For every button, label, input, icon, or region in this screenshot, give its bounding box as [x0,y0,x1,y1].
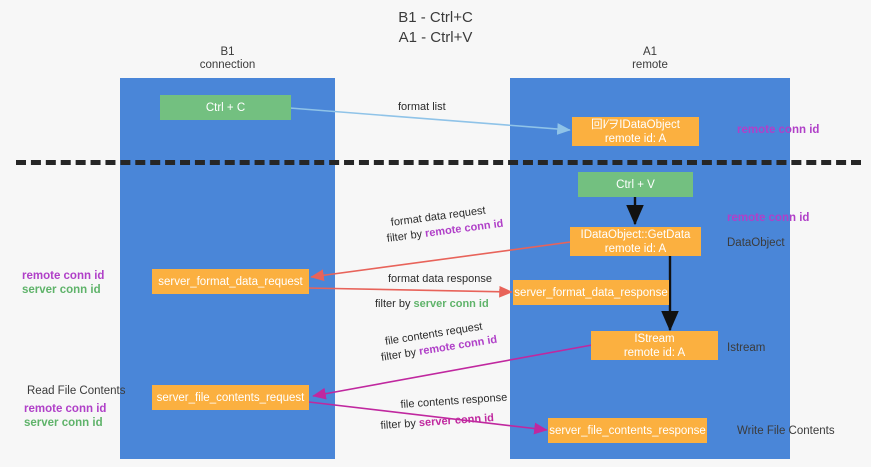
arrow-format-data-response [306,285,513,298]
label-dataobject: DataObject [727,237,785,249]
label-read-file-contents: Read File Contents [27,385,126,397]
label-left-low-remote-conn-id: remote conn id [24,403,107,415]
filter-prefix: filter by [375,298,414,310]
box-server-file-contents-response[interactable]: server_file_contents_response [548,418,707,443]
label-remote-conn-id-mid: remote conn id [727,212,810,224]
edge-label-file-contents-response-filter: filter by server conn id [380,411,494,434]
column-header-a1: A1 remote [632,46,668,71]
box-server-format-data-response[interactable]: server_format_data_response [513,280,669,305]
edge-label-format-data-response: format data response [388,273,492,285]
box-idataobject-getdata[interactable]: IDataObject::GetData remote id: A [570,227,701,256]
label-remote-conn-id-top: remote conn id [737,124,820,136]
label-write-file-contents: Write File Contents [737,425,835,437]
box-server-file-contents-request[interactable]: server_file_contents_request [152,385,309,410]
divider-dashed-line [16,160,861,165]
filter-value: server conn id [418,412,495,430]
label-left-low-server-conn-id: server conn id [24,417,103,429]
filter-value: server conn id [413,298,489,310]
label-istream: Istream [727,342,766,354]
box-dataobject-remote[interactable]: 回I⁄ヲIDataObject remote id: A [572,117,699,146]
column-header-b1: B1 connection [199,46,256,71]
edge-label-file-contents-response: file contents response [400,391,508,411]
diagram-title: B1 - Ctrl+C A1 - Ctrl+V [398,9,473,46]
filter-prefix: filter by [386,227,426,245]
box-istream[interactable]: IStream remote id: A [591,331,718,360]
edge-label-format-list: format list [398,101,446,113]
label-left-mid-server-conn-id: server conn id [22,284,101,296]
box-server-format-data-request[interactable]: server_format_data_request [152,269,309,294]
filter-prefix: filter by [380,417,420,432]
box-ctrl-v[interactable]: Ctrl + V [578,172,693,197]
edge-label-format-data-response-filter: filter by server conn id [375,297,489,312]
label-left-mid-remote-conn-id: remote conn id [22,270,105,282]
box-ctrl-c[interactable]: Ctrl + C [160,95,291,120]
